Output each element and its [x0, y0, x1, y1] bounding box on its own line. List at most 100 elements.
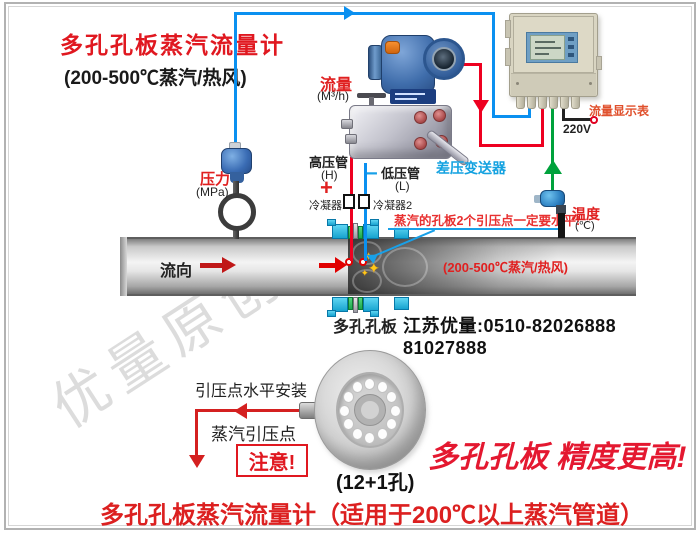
- plate-hole: [343, 391, 354, 403]
- pipe-cutaway: [348, 239, 558, 294]
- dp-transmitter-label: 差压变送器: [436, 160, 506, 176]
- flow-unit: (M³/h): [317, 89, 349, 103]
- plate-hole: [364, 378, 375, 390]
- flow-display-label: 流量显示表: [589, 104, 650, 118]
- valve-stem: [369, 97, 374, 109]
- cutaway-arrow-shaft: [319, 263, 337, 268]
- manifold-port-high: [341, 119, 353, 129]
- steam-spark-icon: ✦: [361, 268, 369, 278]
- blue-wire-horizontal-top: [234, 12, 495, 15]
- lcd-screen: [530, 35, 565, 60]
- high-pressure-tube: [350, 157, 353, 261]
- orifice-plate-label: 多孔孔板: [333, 319, 398, 336]
- blue-arrow-right-icon: [344, 6, 355, 20]
- install-line-horizontal: [196, 409, 318, 412]
- plate-hole: [377, 381, 388, 393]
- pipe-temperature-note: (200-500℃蒸汽/热风): [443, 260, 568, 275]
- mount-tab: [596, 56, 602, 70]
- slogan: 多孔孔板 精度更高!: [428, 441, 687, 474]
- bottom-caption: 多孔孔板蒸汽流量计（适用于200℃以上蒸汽管道）: [100, 502, 645, 529]
- red-wire-to-gland: [541, 106, 544, 147]
- plus-sign: +: [320, 175, 333, 200]
- blue-wire-horizontal-low: [492, 115, 531, 118]
- cable-gland: [538, 96, 547, 109]
- red-wire-horizontal-top: [455, 63, 482, 66]
- plate-hole: [386, 391, 397, 403]
- pressure-sensor-neck: [230, 172, 244, 183]
- green-wire-vertical: [551, 106, 554, 194]
- low-pipe-label: 低压管: [381, 166, 421, 181]
- blue-wire-to-gland: [528, 104, 531, 118]
- cable-gland: [560, 96, 569, 109]
- condenser2-symbol: [358, 194, 370, 209]
- gasket-left-bottom: [348, 297, 353, 310]
- steam-spark-icon: ✦: [368, 260, 380, 276]
- plate-hole: [352, 381, 363, 393]
- condenser1-label: 冷凝器1: [309, 200, 349, 212]
- green-arrow-up-icon: [544, 160, 562, 174]
- high-pipe-tag: (H): [321, 168, 338, 182]
- panel-button: [568, 45, 574, 49]
- power-label: 220V: [563, 122, 592, 136]
- condenser2-label: 冷凝器2: [373, 200, 413, 212]
- mount-tab: [505, 48, 511, 66]
- siphon-ring: [218, 193, 256, 231]
- cable-gland: [516, 96, 525, 109]
- panel-button: [568, 37, 574, 41]
- blue-wire-vertical-left: [234, 12, 237, 144]
- flange-far-right-bottom: [394, 297, 409, 310]
- install-arrow-down-icon: [189, 455, 205, 468]
- install-line-vertical: [195, 409, 198, 457]
- flow-label: 流量: [320, 77, 353, 94]
- temperature-unit: (℃): [575, 220, 595, 232]
- pipe-left-cap: [120, 237, 127, 296]
- temperature-probe: [558, 213, 565, 238]
- page-subtitle: (200-500℃蒸汽/热风): [64, 68, 247, 89]
- condenser1-symbol: [343, 194, 355, 209]
- transmitter-nameplate: [390, 89, 436, 104]
- red-wire-horizontal-low: [479, 144, 544, 147]
- minus-sign: −: [366, 163, 378, 185]
- cable-gland: [549, 96, 558, 109]
- manifold-bolt: [414, 111, 427, 124]
- gasket-right-bottom: [358, 297, 363, 310]
- pressure-label: 压力: [200, 171, 231, 188]
- temperature-sensor-connector: [534, 195, 543, 203]
- cable-gland: [571, 96, 580, 109]
- plate-hole: [377, 428, 388, 440]
- temperature-sensor-neck: [556, 205, 566, 214]
- gasket-right-top: [358, 226, 363, 239]
- steam-tap-note: 蒸汽引压点: [211, 425, 296, 444]
- orifice-plate-bottom: [353, 297, 358, 313]
- black-wire-horizontal: [562, 118, 593, 121]
- manifold-bolt: [433, 109, 446, 122]
- cable-gland: [527, 96, 536, 109]
- flange-left-bottom: [332, 297, 348, 312]
- plate-hole: [386, 418, 397, 430]
- blue-wire-vertical-mid: [492, 12, 495, 118]
- pressure-sensor-head: [221, 148, 252, 174]
- attention-text: 注意!: [248, 452, 296, 474]
- plate-hole: [352, 428, 363, 440]
- screw-dot: [589, 82, 592, 85]
- manifold-port-low: [345, 134, 357, 144]
- install-arrow-left-icon: [234, 403, 247, 419]
- install-note: 引压点水平安装: [195, 383, 308, 400]
- transmitter-vent-plug: [385, 41, 400, 54]
- outer-frame: [4, 2, 696, 530]
- low-pressure-tube: [364, 163, 367, 261]
- temperature-label: 温度: [572, 206, 600, 222]
- pressure-unit: (MPa): [196, 185, 229, 199]
- panel-button: [568, 53, 574, 57]
- contact-info: 江苏优量:0510-82026888 81027888: [403, 316, 617, 358]
- bolt-bottom-right: [370, 310, 379, 317]
- flow-arrow-icon: [222, 257, 236, 273]
- plate-center-hole-inner: [361, 401, 379, 419]
- red-arrow-down-icon: [473, 100, 489, 113]
- pressure-tap-low: [359, 258, 367, 266]
- plate-hole: [339, 405, 350, 417]
- high-pipe-label: 高压管: [309, 155, 349, 170]
- horizontal-tap-callout: 蒸汽的孔板2个引压点一定要水平!: [392, 210, 583, 229]
- plate-hole: [390, 405, 401, 417]
